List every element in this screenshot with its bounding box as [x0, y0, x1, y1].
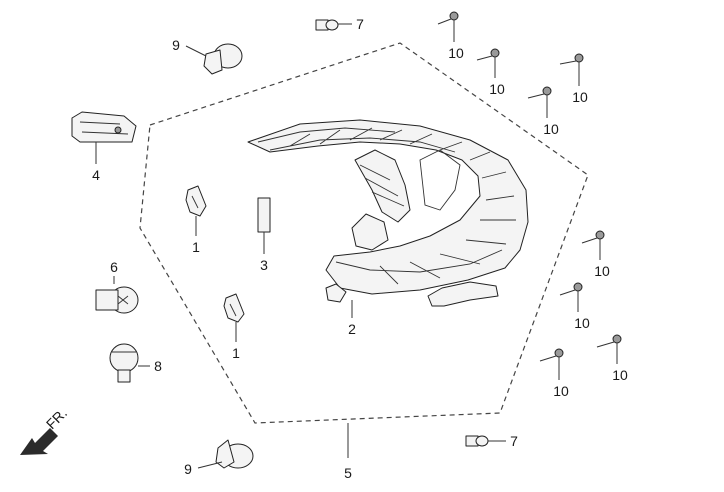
- bulb-part-7b: [465, 435, 489, 447]
- screw-part-10-8: [596, 334, 622, 348]
- callout-9b: 9: [184, 461, 192, 477]
- assembly-boundary: [139, 42, 589, 424]
- callout-10-7: 10: [553, 383, 569, 399]
- rivet-part-9b: [215, 439, 254, 469]
- callout-10-3: 10: [572, 89, 588, 105]
- callout-10-8: 10: [612, 367, 628, 383]
- callout-6: 6: [110, 259, 118, 275]
- pad-part-3: [257, 197, 271, 233]
- screw-part-10-6: [559, 282, 583, 296]
- callout-4: 4: [92, 167, 100, 183]
- screw-part-10-1: [437, 11, 459, 25]
- callout-10-4: 10: [543, 121, 559, 137]
- arrow-down-left-icon: [20, 428, 58, 455]
- callout-2: 2: [348, 321, 356, 337]
- callout-10-2: 10: [489, 81, 505, 97]
- callout-8: 8: [154, 358, 162, 374]
- headlight-assembly: [247, 119, 529, 307]
- callout-1a: 1: [192, 239, 200, 255]
- connector-part-4: [71, 111, 137, 143]
- clip-part-1a: [185, 185, 207, 217]
- leader-lines: [95, 20, 618, 469]
- callout-5: 5: [344, 465, 352, 481]
- callout-7a: 7: [356, 16, 364, 32]
- bulb-part-6: [95, 286, 139, 314]
- screw-part-10-5: [581, 230, 605, 244]
- front-direction-label: FR.: [43, 405, 70, 432]
- callout-1b: 1: [232, 345, 240, 361]
- bulb-part-7a: [315, 19, 339, 31]
- socket-part-8: [109, 343, 139, 383]
- front-direction-indicator: FR.: [20, 405, 70, 455]
- callout-10-6: 10: [574, 315, 590, 331]
- screw-part-10-2: [476, 48, 500, 61]
- screw-part-10-7: [539, 348, 564, 362]
- callout-3: 3: [260, 257, 268, 273]
- rivet-part-9a: [203, 43, 243, 75]
- callout-7b: 7: [510, 433, 518, 449]
- callout-10-5: 10: [594, 263, 610, 279]
- screw-part-10-3: [559, 53, 584, 65]
- callout-9a: 9: [172, 37, 180, 53]
- callout-10-1: 10: [448, 45, 464, 61]
- clip-part-1b: [223, 293, 245, 323]
- screw-part-10-4: [527, 86, 552, 99]
